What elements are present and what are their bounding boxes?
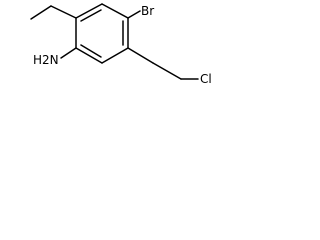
- methoxy-group: [30, 5, 77, 20]
- bond-ring-bottom-left: [75, 47, 103, 64]
- double-bond-inner-top-left: [80, 9, 102, 22]
- bromine-substituent: Br: [127, 4, 154, 19]
- bond-ring-to-bromine: [127, 10, 141, 19]
- bond-oxygen-to-methyl: [30, 5, 52, 20]
- double-bond-inner-bottom-left: [80, 44, 102, 58]
- bond-ring-top-right: [101, 3, 129, 19]
- bond-ring-to-amine: [60, 47, 77, 59]
- amine-label: H2N: [33, 53, 59, 67]
- bond-ring-bottom-right: [101, 47, 129, 64]
- bromine-label: Br: [141, 4, 154, 18]
- amine-substituent: H2N: [33, 47, 77, 67]
- bond-ring-top-left: [75, 3, 103, 19]
- bond-ring-to-ethyl: [127, 47, 154, 64]
- chlorine-label: Cl: [200, 72, 212, 86]
- bond-ethyl-chain: [152, 62, 182, 80]
- chloroethyl-chain: Cl: [127, 47, 212, 86]
- bond-ring-to-oxygen: [50, 5, 77, 19]
- benzene-ring: [75, 3, 129, 64]
- chemical-structure: Br H2N Cl: [30, 3, 212, 86]
